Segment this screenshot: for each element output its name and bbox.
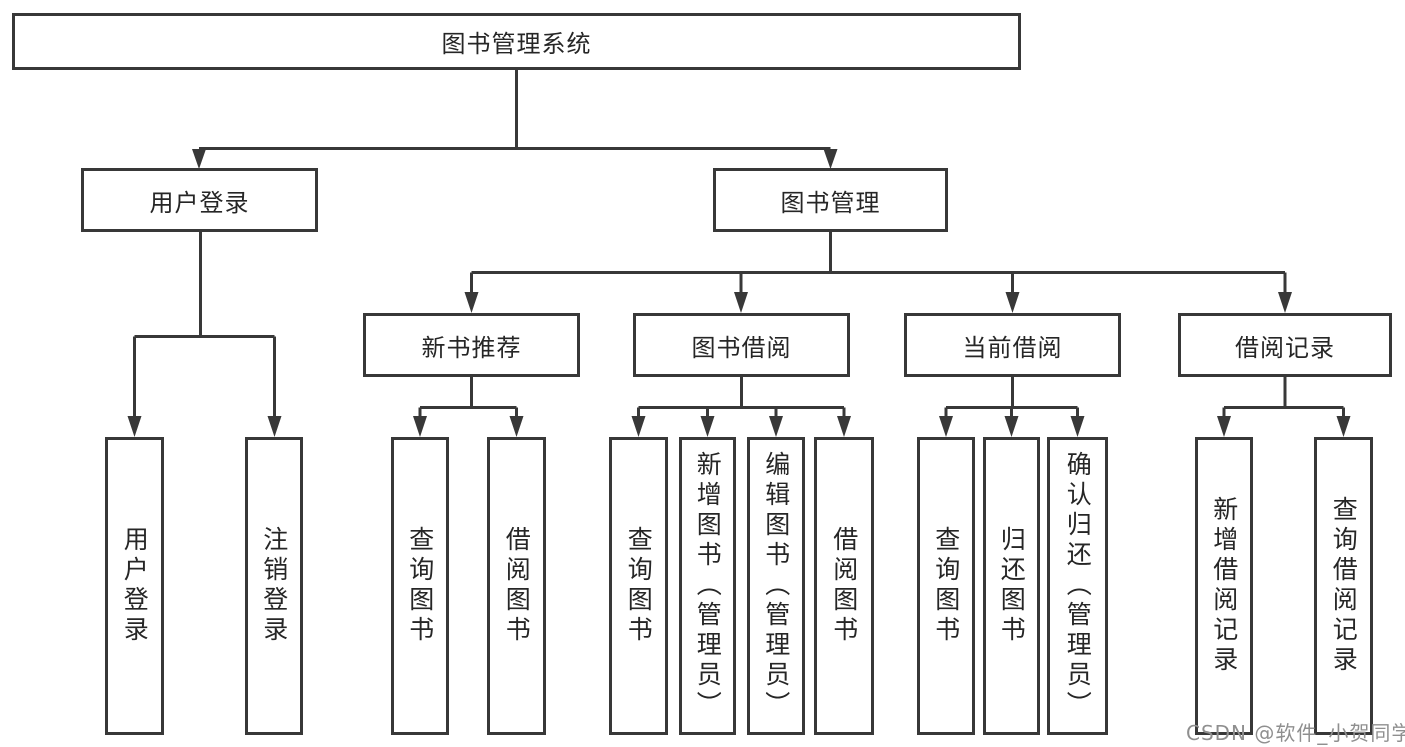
node-user-login-leaf: 用户登录 xyxy=(105,437,164,735)
node-label: 新书推荐 xyxy=(421,333,522,362)
node-logout-leaf: 注销登录 xyxy=(245,437,303,735)
node-label: 查询图书 xyxy=(931,526,961,646)
arrowheads xyxy=(127,149,1351,437)
node-edit-books-admin: 编辑图书（管理员） xyxy=(747,437,805,735)
node-borrow-books-a: 借阅图书 xyxy=(487,437,546,735)
node-label: 用户登录 xyxy=(149,188,250,217)
node-add-borrow-record: 新增借阅记录 xyxy=(1195,437,1253,735)
node-label: 查询图书 xyxy=(624,526,654,646)
node-label: 归还图书 xyxy=(997,526,1027,646)
node-label: 图书借阅 xyxy=(691,333,792,362)
node-query-books-a: 查询图书 xyxy=(391,437,449,735)
node-query-books-c: 查询图书 xyxy=(917,437,975,735)
node-book-management: 图书管理 xyxy=(713,168,948,232)
node-confirm-return-admin: 确认归还（管理员） xyxy=(1047,437,1108,735)
node-label: 当前借阅 xyxy=(962,333,1063,362)
node-label: 编辑图书（管理员） xyxy=(761,451,791,721)
node-label: 查询图书 xyxy=(405,526,435,646)
node-label: 借阅图书 xyxy=(502,526,532,646)
node-query-borrow-record: 查询借阅记录 xyxy=(1314,437,1373,735)
node-label: 图书管理系统 xyxy=(441,30,592,58)
node-current-borrowing: 当前借阅 xyxy=(904,313,1121,377)
node-borrowing-records: 借阅记录 xyxy=(1178,313,1392,377)
node-label: 注销登录 xyxy=(259,526,289,646)
node-query-books-b: 查询图书 xyxy=(609,437,668,735)
node-new-book-recommendation: 新书推荐 xyxy=(363,313,580,377)
node-add-books-admin: 新增图书（管理员） xyxy=(679,437,736,735)
node-system-root: 图书管理系统 xyxy=(12,13,1021,70)
node-borrow-books-b: 借阅图书 xyxy=(814,437,874,735)
node-label: 借阅图书 xyxy=(829,526,859,646)
watermark-text: CSDN @软件_小贺同学 xyxy=(1186,721,1405,745)
node-label: 借阅记录 xyxy=(1235,333,1335,362)
node-label: 新增图书（管理员） xyxy=(693,451,723,721)
node-label: 新增借阅记录 xyxy=(1209,496,1239,676)
node-user-login: 用户登录 xyxy=(81,168,318,232)
node-book-borrowing: 图书借阅 xyxy=(633,313,850,377)
node-label: 查询借阅记录 xyxy=(1329,496,1359,676)
connector-lines xyxy=(133,70,1345,419)
node-label: 用户登录 xyxy=(120,526,150,646)
node-return-books: 归还图书 xyxy=(983,437,1040,735)
node-label: 确认归还（管理员） xyxy=(1063,451,1093,721)
node-label: 图书管理 xyxy=(780,188,881,217)
